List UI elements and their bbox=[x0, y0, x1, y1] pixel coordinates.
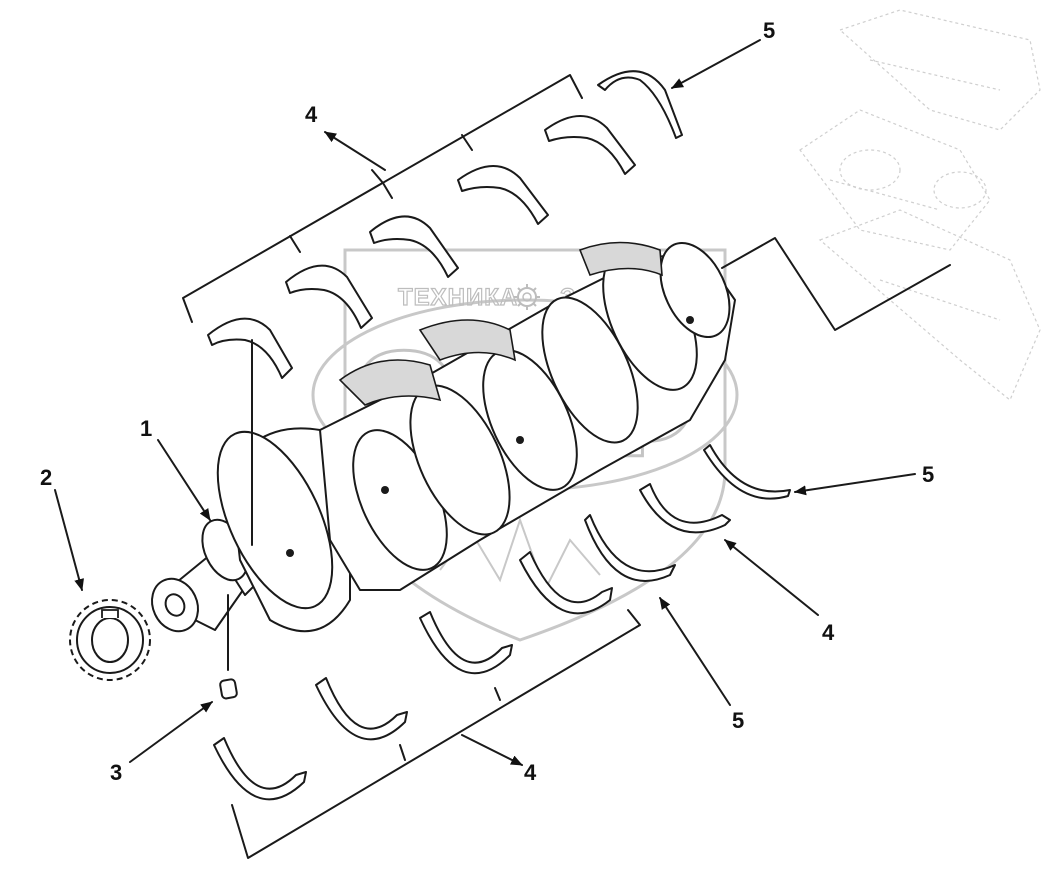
thrust-washer-lower bbox=[584, 514, 676, 582]
callout-thrust-washer-lower: 5 bbox=[732, 708, 744, 733]
callout-crankshaft: 1 bbox=[140, 416, 152, 441]
lower-bracket bbox=[231, 609, 641, 859]
bearing-shell bbox=[315, 677, 408, 741]
arrow-4-lower bbox=[461, 734, 523, 766]
arrow-4-right bbox=[724, 539, 819, 616]
dowel-pin bbox=[219, 678, 238, 700]
callout-gear: 2 bbox=[40, 465, 52, 490]
bearing-shell bbox=[207, 317, 293, 379]
crankshaft bbox=[151, 241, 736, 633]
callout-thrust-washer-right: 5 bbox=[922, 462, 934, 487]
upper-bracket bbox=[182, 74, 583, 323]
lower-bearing-shells bbox=[213, 551, 613, 801]
callout-upper-bearings: 4 bbox=[305, 102, 318, 127]
arrow-4-upper bbox=[324, 131, 386, 171]
arrow-1 bbox=[157, 439, 211, 521]
bearing-shell bbox=[419, 611, 513, 675]
callout-lower-bearings: 4 bbox=[524, 760, 537, 785]
crank-gear bbox=[69, 599, 151, 681]
thrust-washer-right bbox=[703, 444, 791, 500]
bearing-shell-right bbox=[639, 483, 731, 534]
right-bracket bbox=[721, 237, 951, 331]
callout-thrust-washer-upper: 5 bbox=[763, 18, 775, 43]
bearing-shell bbox=[457, 165, 549, 225]
arrow-3 bbox=[129, 701, 213, 763]
arrow-2 bbox=[54, 489, 84, 591]
watermark-left-text: ТЕХНИКА bbox=[398, 284, 518, 311]
bearing-shell bbox=[519, 551, 613, 615]
upper-bearing-shells bbox=[207, 115, 636, 379]
thrust-washer-upper bbox=[597, 70, 683, 139]
upper-bracket-leader bbox=[371, 169, 384, 184]
arrow-5-upper bbox=[671, 39, 761, 89]
engine-block-sketch bbox=[799, 9, 1041, 401]
bearing-shell bbox=[285, 264, 373, 329]
bearing-shell bbox=[544, 115, 636, 175]
bearing-shell bbox=[369, 215, 459, 278]
callout-dowel-pin: 3 bbox=[110, 760, 122, 785]
arrow-5-right bbox=[794, 473, 916, 496]
gear-icon bbox=[514, 284, 540, 310]
bearing-shell bbox=[213, 737, 307, 801]
callout-bearing-right: 4 bbox=[822, 620, 835, 645]
arrow-5-lower bbox=[659, 597, 731, 706]
